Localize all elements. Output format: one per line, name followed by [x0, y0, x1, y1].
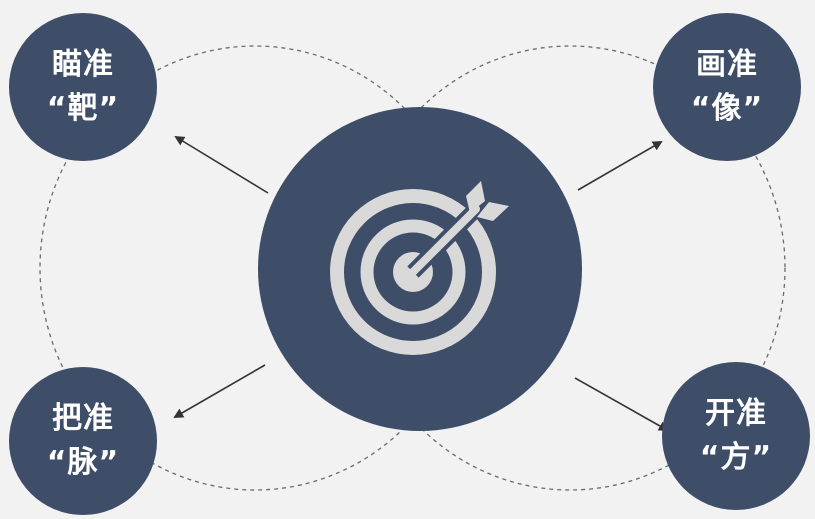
target-arrow-icon	[330, 181, 509, 355]
node-top-right: 画准 “像”	[653, 13, 801, 161]
node-top-right-subtitle: “像”	[690, 91, 764, 126]
node-top-right-title: 画准	[696, 47, 758, 82]
right-dashed-orbit	[354, 45, 786, 491]
node-top-left-title: 瞄准	[52, 47, 114, 82]
arrow-to-top-right	[577, 140, 663, 191]
node-bottom-right: 开准 “方”	[662, 362, 810, 510]
arrow-to-top-left	[174, 135, 269, 194]
node-bottom-left-title: 把准	[52, 401, 114, 436]
node-bottom-right-subtitle: “方”	[699, 440, 773, 475]
node-bottom-right-title: 开准	[705, 396, 767, 431]
arrow-to-bottom-right	[574, 377, 669, 431]
node-top-left: 瞄准 “靶”	[9, 13, 157, 161]
node-bottom-left: 把准 “脉”	[9, 367, 157, 515]
node-bottom-left-subtitle: “脉”	[46, 445, 120, 480]
arrow-to-bottom-left	[173, 364, 266, 419]
node-top-left-subtitle: “靶”	[46, 91, 120, 126]
